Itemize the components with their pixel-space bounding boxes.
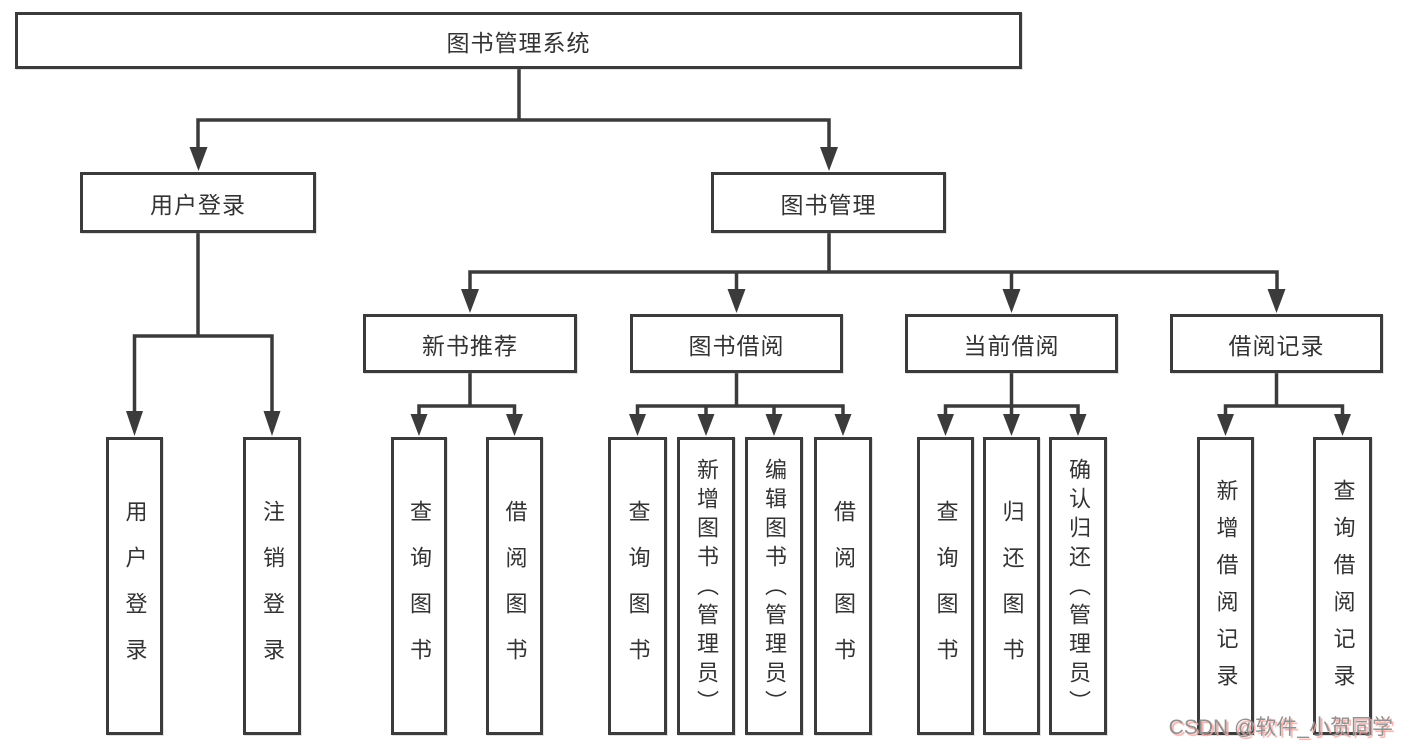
node-leaf-logout: 注销登录 xyxy=(243,437,301,735)
arrowhead xyxy=(506,414,523,436)
node-leaf-user-login: 用户登录 xyxy=(106,437,163,735)
arrowhead xyxy=(629,414,646,436)
arrowhead xyxy=(820,147,838,171)
watermark: CSDN @软件_小贺同学 xyxy=(1168,716,1393,739)
leaf-label: 借阅图书 xyxy=(502,500,528,684)
arrowhead xyxy=(1334,414,1351,436)
arrowhead xyxy=(727,289,746,313)
leaf-label: 查询图书 xyxy=(407,500,432,684)
node-user-login: 用户登录 xyxy=(80,172,316,233)
arrowhead xyxy=(126,411,143,436)
leaf-label: 查询图书 xyxy=(625,500,651,684)
node-cb-confirm-return-admin: 确认归还（管理员） xyxy=(1049,437,1107,735)
arrowhead xyxy=(834,414,852,436)
connectors-current-borrowing-children xyxy=(937,373,1087,436)
node-book-management-system: 图书管理系统 xyxy=(15,12,1022,69)
arrowhead xyxy=(1217,414,1234,436)
arrowhead xyxy=(1002,289,1021,313)
arrowhead xyxy=(765,414,783,436)
node-cb-query-books: 查询图书 xyxy=(917,437,974,735)
arrowhead xyxy=(410,414,428,436)
leaf-label: 查询借阅记录 xyxy=(1330,479,1356,701)
node-current-borrowing: 当前借阅 xyxy=(905,314,1118,373)
node-borrowing-records: 借阅记录 xyxy=(1170,314,1383,373)
node-nbr-query-books: 查询图书 xyxy=(391,437,447,735)
arrowhead xyxy=(1267,289,1286,313)
arrowhead xyxy=(1003,414,1020,436)
leaf-label: 注销登录 xyxy=(260,500,285,684)
leaf-label: 编辑图书（管理员） xyxy=(762,457,787,719)
leaf-label: 确认归还（管理员） xyxy=(1066,457,1091,719)
leaf-label: 归还图书 xyxy=(999,500,1025,684)
leaf-label: 查询图书 xyxy=(933,500,959,684)
connectors-user-login-children xyxy=(126,233,281,436)
arrowhead xyxy=(461,289,479,313)
node-nbr-borrow-books: 借阅图书 xyxy=(486,437,543,735)
node-book-borrowing: 图书借阅 xyxy=(630,314,843,373)
arrowhead xyxy=(937,414,954,436)
arrowhead xyxy=(697,414,715,436)
connectors-book-borrowing-children xyxy=(629,373,852,436)
leaf-label: 用户登录 xyxy=(122,500,148,684)
connectors-new-book-recommend-children xyxy=(410,373,523,436)
node-book-management: 图书管理 xyxy=(711,172,946,233)
leaf-label: 借阅图书 xyxy=(831,500,856,684)
node-cb-return-books: 归还图书 xyxy=(983,437,1040,735)
connectors-book-management-children xyxy=(461,233,1286,313)
node-br-query-record: 查询借阅记录 xyxy=(1313,437,1372,735)
node-br-add-record: 新增借阅记录 xyxy=(1197,437,1254,735)
arrowhead xyxy=(189,147,208,171)
node-bb-add-books-admin: 新增图书（管理员） xyxy=(677,437,735,735)
connectors-root-to-level2 xyxy=(189,69,838,171)
arrowhead xyxy=(263,411,281,436)
leaf-label: 新增借阅记录 xyxy=(1213,479,1239,701)
connectors-borrowing-records-children xyxy=(1217,373,1351,436)
arrowhead xyxy=(1069,414,1087,436)
node-new-book-recommend: 新书推荐 xyxy=(363,314,577,373)
node-bb-borrow-books: 借阅图书 xyxy=(814,437,872,735)
leaf-label: 新增图书（管理员） xyxy=(694,457,719,719)
node-bb-edit-books-admin: 编辑图书（管理员） xyxy=(745,437,803,735)
node-bb-query-books: 查询图书 xyxy=(608,437,667,735)
